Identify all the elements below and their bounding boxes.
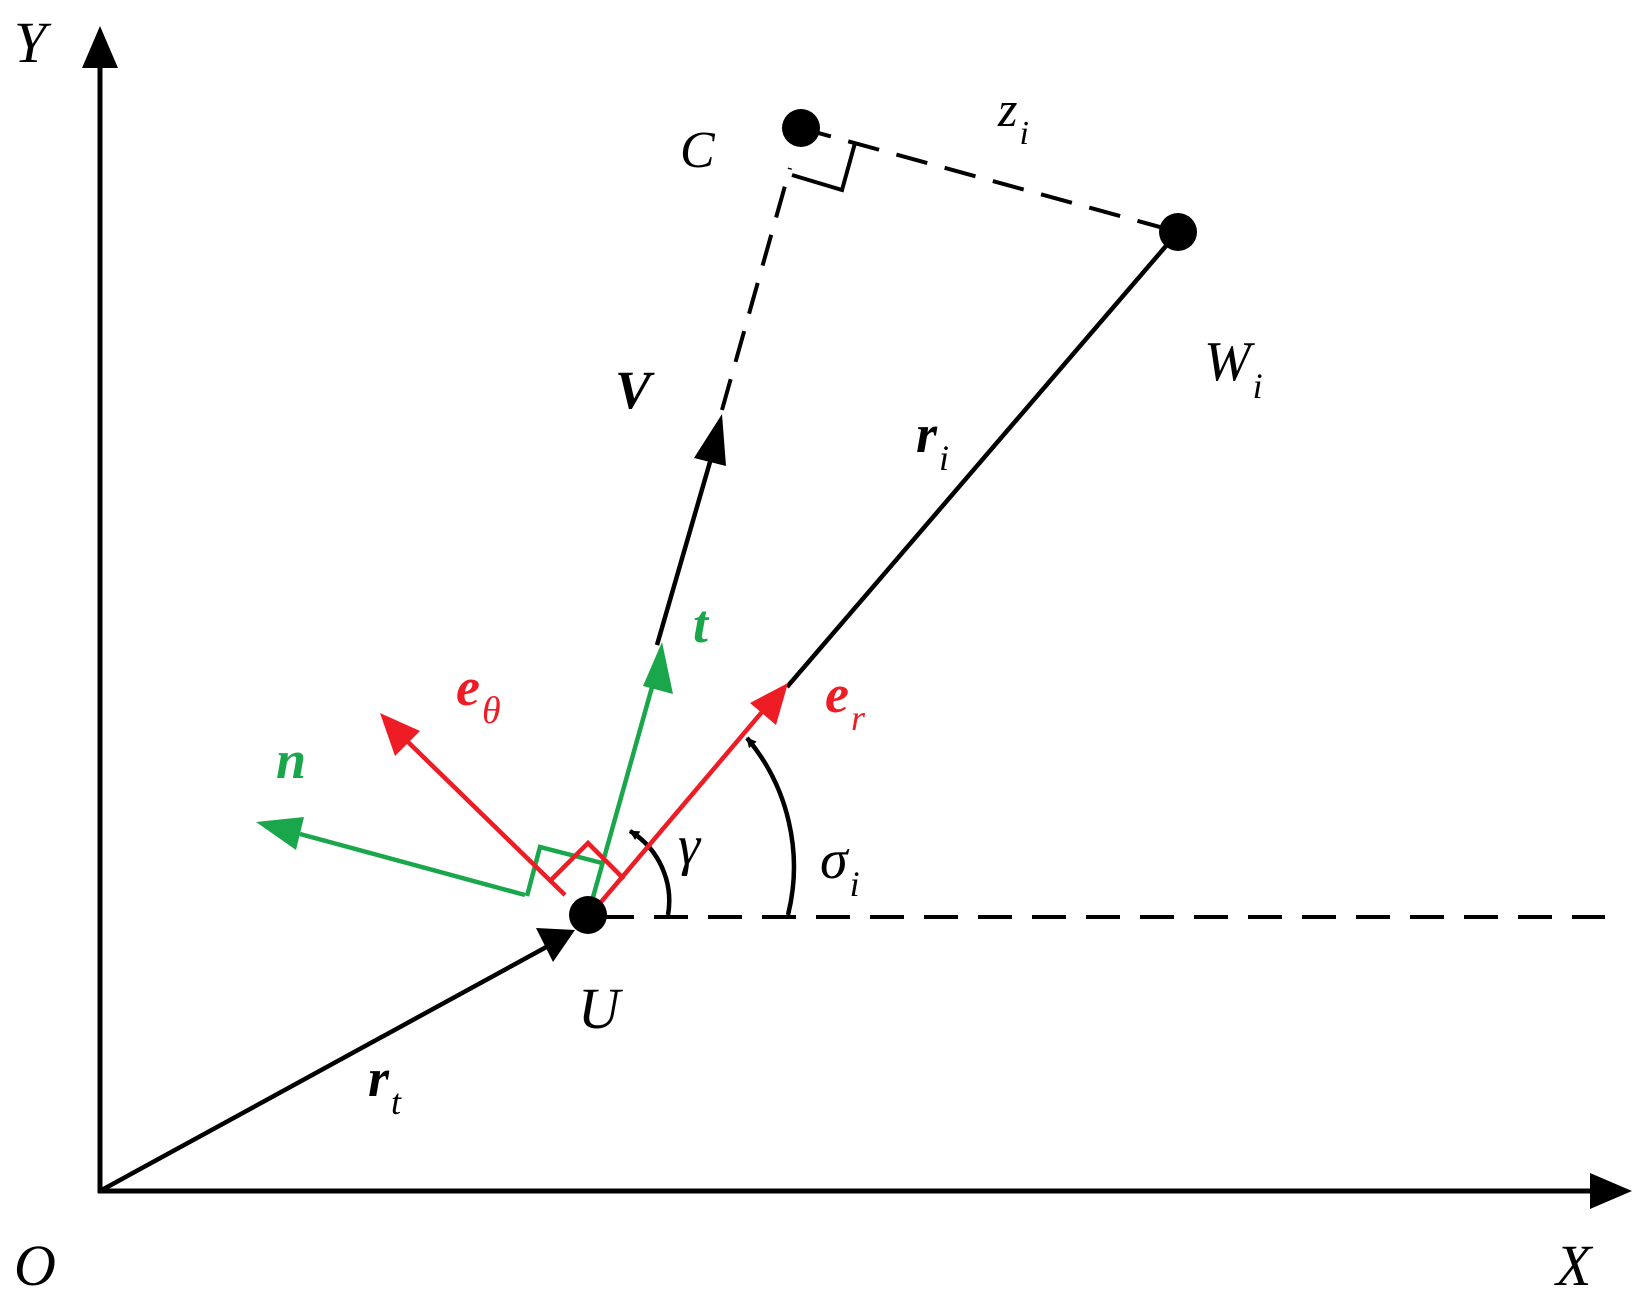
e-theta-subscript: θ [482,690,501,732]
velocity-v-label: V [615,360,655,420]
black-lines [98,230,1180,1193]
right-angle-mark-red [548,839,626,883]
position-r-t-arrowhead [536,928,575,962]
w-symbol: W [1204,331,1255,393]
normal-n-arrowhead [256,817,304,850]
x-axis-arrowhead [1590,1173,1632,1209]
points [569,109,1197,934]
line-of-sight-r-i [785,230,1180,689]
velocity-v-line [654,454,715,646]
gamma-arc [628,829,672,916]
right-angle-mark-c [791,142,857,193]
line-of-sight-r-i-label: ri [916,404,949,478]
z-subscript: i [1019,115,1028,152]
point-w-i-label: Wi [1204,331,1263,406]
red-vectors [380,683,788,917]
point-c [782,109,820,147]
point-u [569,896,607,934]
axes [82,26,1632,1209]
e-r-symbol: e [825,664,849,724]
tangent-t-arrowhead [643,642,673,694]
r-t-symbol: r [368,1048,390,1108]
labels: Y X O C zi Wi V ri t n eθ er γ σi U rt [14,10,1594,1298]
tangent-t-label: t [693,594,710,654]
y-axis-label: Y [14,10,52,75]
green-vectors [256,642,673,916]
position-vector-r-t [98,943,552,1193]
e-r-subscript: r [851,698,866,738]
velocity-extension-dashed [720,167,792,411]
point-u-label: U [578,976,624,1041]
point-c-label: C [680,122,716,179]
z-symbol: z [997,81,1017,137]
e-r-label: er [825,664,866,738]
e-theta-symbol: e [456,657,480,717]
point-w-i [1159,213,1197,251]
z-distance-label: zi [997,81,1029,152]
sigma-arc [745,736,797,916]
velocity-v-arrowhead [694,414,726,466]
radial-e-r-arrowhead [750,683,788,725]
x-axis-label: X [1554,1233,1594,1298]
radial-vector-e-r-line [588,710,764,917]
y-axis-arrowhead [82,26,118,68]
position-r-t-label: rt [368,1048,402,1122]
z-distance-dashed [799,126,1179,234]
tangent-vector-t-line [585,679,657,916]
e-theta-label: eθ [456,657,501,732]
tangential-e-theta-arrowhead [380,713,420,756]
gamma-label: γ [678,815,702,877]
dashed-lines [600,126,1605,919]
normal-n-label: n [276,730,306,790]
tangential-vector-e-theta-line [406,740,567,897]
r-i-symbol: r [916,404,938,464]
w-subscript: i [1253,366,1263,406]
sigma-symbol: σ [820,829,850,891]
r-i-subscript: i [939,438,949,478]
angle-arcs [628,736,797,916]
normal-vector-n-line [299,831,526,898]
r-t-subscript: t [391,1082,402,1122]
sigma-label: σi [820,829,860,904]
sigma-subscript: i [850,864,860,904]
origin-label: O [14,1233,56,1298]
right-angle-mark-green [524,844,603,897]
